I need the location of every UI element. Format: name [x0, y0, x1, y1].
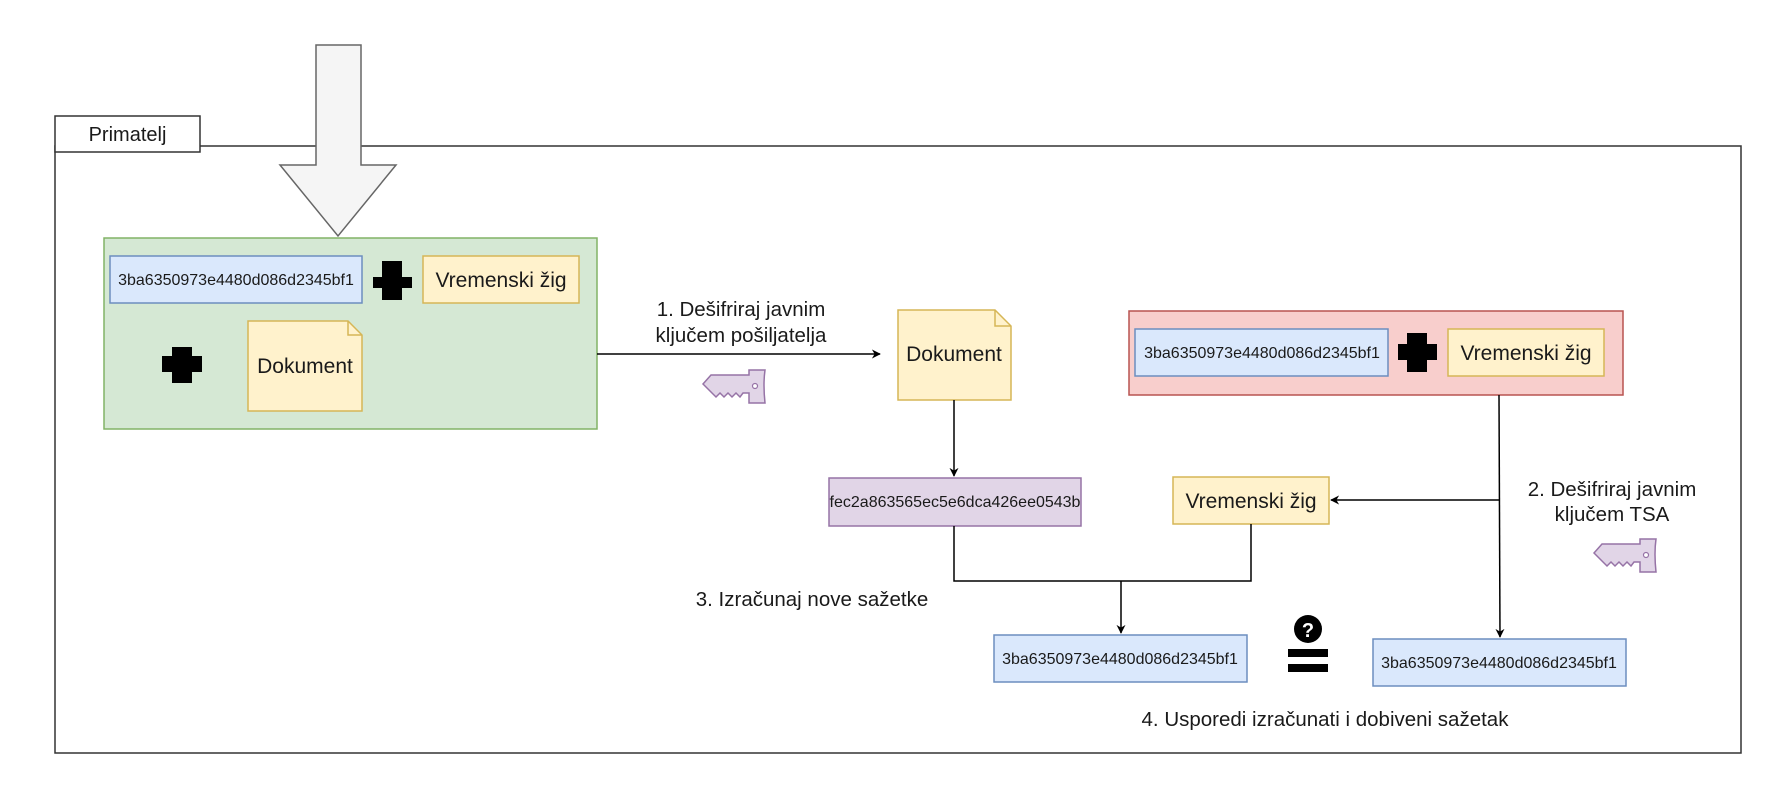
document-text: Dokument [906, 343, 1002, 366]
computed-hash-text: 3ba6350973e4480d086d2345bf1 [1002, 651, 1238, 668]
computed-hash-box [993, 634, 1248, 683]
sender-hash-box [109, 255, 363, 304]
step3-label: 3. Izračunaj nove sažetke [696, 588, 928, 611]
question-mark: ? [1302, 620, 1314, 642]
key-icon [701, 369, 766, 404]
received-bundle: 3ba6350973e4480d086d2345bf1 Vremenski ži… [103, 237, 598, 430]
decrypted-document: Dokument [897, 309, 1012, 401]
plus-icon [373, 261, 412, 300]
plus-icon [1398, 333, 1437, 372]
equals-question-icon: ? [1288, 615, 1328, 672]
step4-label: 4. Usporedi izračunati i dobiveni sažeta… [1142, 708, 1510, 731]
tsa-decrypt-line [1495, 394, 1505, 638]
document-text-green: Dokument [257, 355, 353, 378]
tsa-hash-box [1134, 328, 1389, 377]
receiver-container-frame [54, 145, 1742, 754]
extracted-timestamp-text: Vremenski žig [1185, 490, 1316, 513]
incoming-arrow [278, 44, 398, 238]
receiver-container: Primatelj [54, 115, 1742, 754]
equals-bar-top [1288, 649, 1328, 657]
document-note-fold [347, 321, 362, 336]
receiver-tab [54, 115, 201, 153]
document-note-fold [994, 310, 1011, 327]
step2-label-line1: 2. Dešifriraj javnim [1528, 478, 1697, 501]
step1-label-line1: 1. Dešifriraj javnim [657, 298, 826, 321]
timestamp-box-green [422, 255, 580, 304]
plus-icon [162, 347, 202, 383]
document-note-green [247, 320, 363, 412]
decrypted-tsa-hash-box [1372, 638, 1627, 687]
timestamp-text-red: Vremenski žig [1460, 342, 1591, 365]
equals-bar-bottom [1288, 664, 1328, 672]
sender-hash-text: 3ba6350973e4480d086d2345bf1 [118, 272, 354, 289]
timestamp-box-red [1447, 328, 1605, 377]
tsa-hash-text: 3ba6350973e4480d086d2345bf1 [1144, 345, 1380, 362]
extracted-timestamp-box [1172, 476, 1330, 525]
computed-document-hash-text: fec2a863565ec5e6dca426ee0543b [830, 494, 1081, 511]
timestamp-text-green: Vremenski žig [435, 269, 566, 292]
receiver-tab-label: Primatelj [89, 124, 167, 146]
combine-connector [953, 524, 1252, 582]
key-icon [1592, 538, 1657, 573]
step2-label-line2: ključem TSA [1555, 503, 1670, 526]
decrypted-tsa-hash-text: 3ba6350973e4480d086d2345bf1 [1381, 655, 1617, 672]
step1-label-line2: ključem pošiljatelja [656, 324, 828, 347]
computed-document-hash-box [828, 477, 1082, 527]
document-note [897, 309, 1012, 401]
tsa-bundle: 3ba6350973e4480d086d2345bf1 Vremenski ži… [1128, 310, 1624, 396]
question-circle [1294, 615, 1322, 643]
